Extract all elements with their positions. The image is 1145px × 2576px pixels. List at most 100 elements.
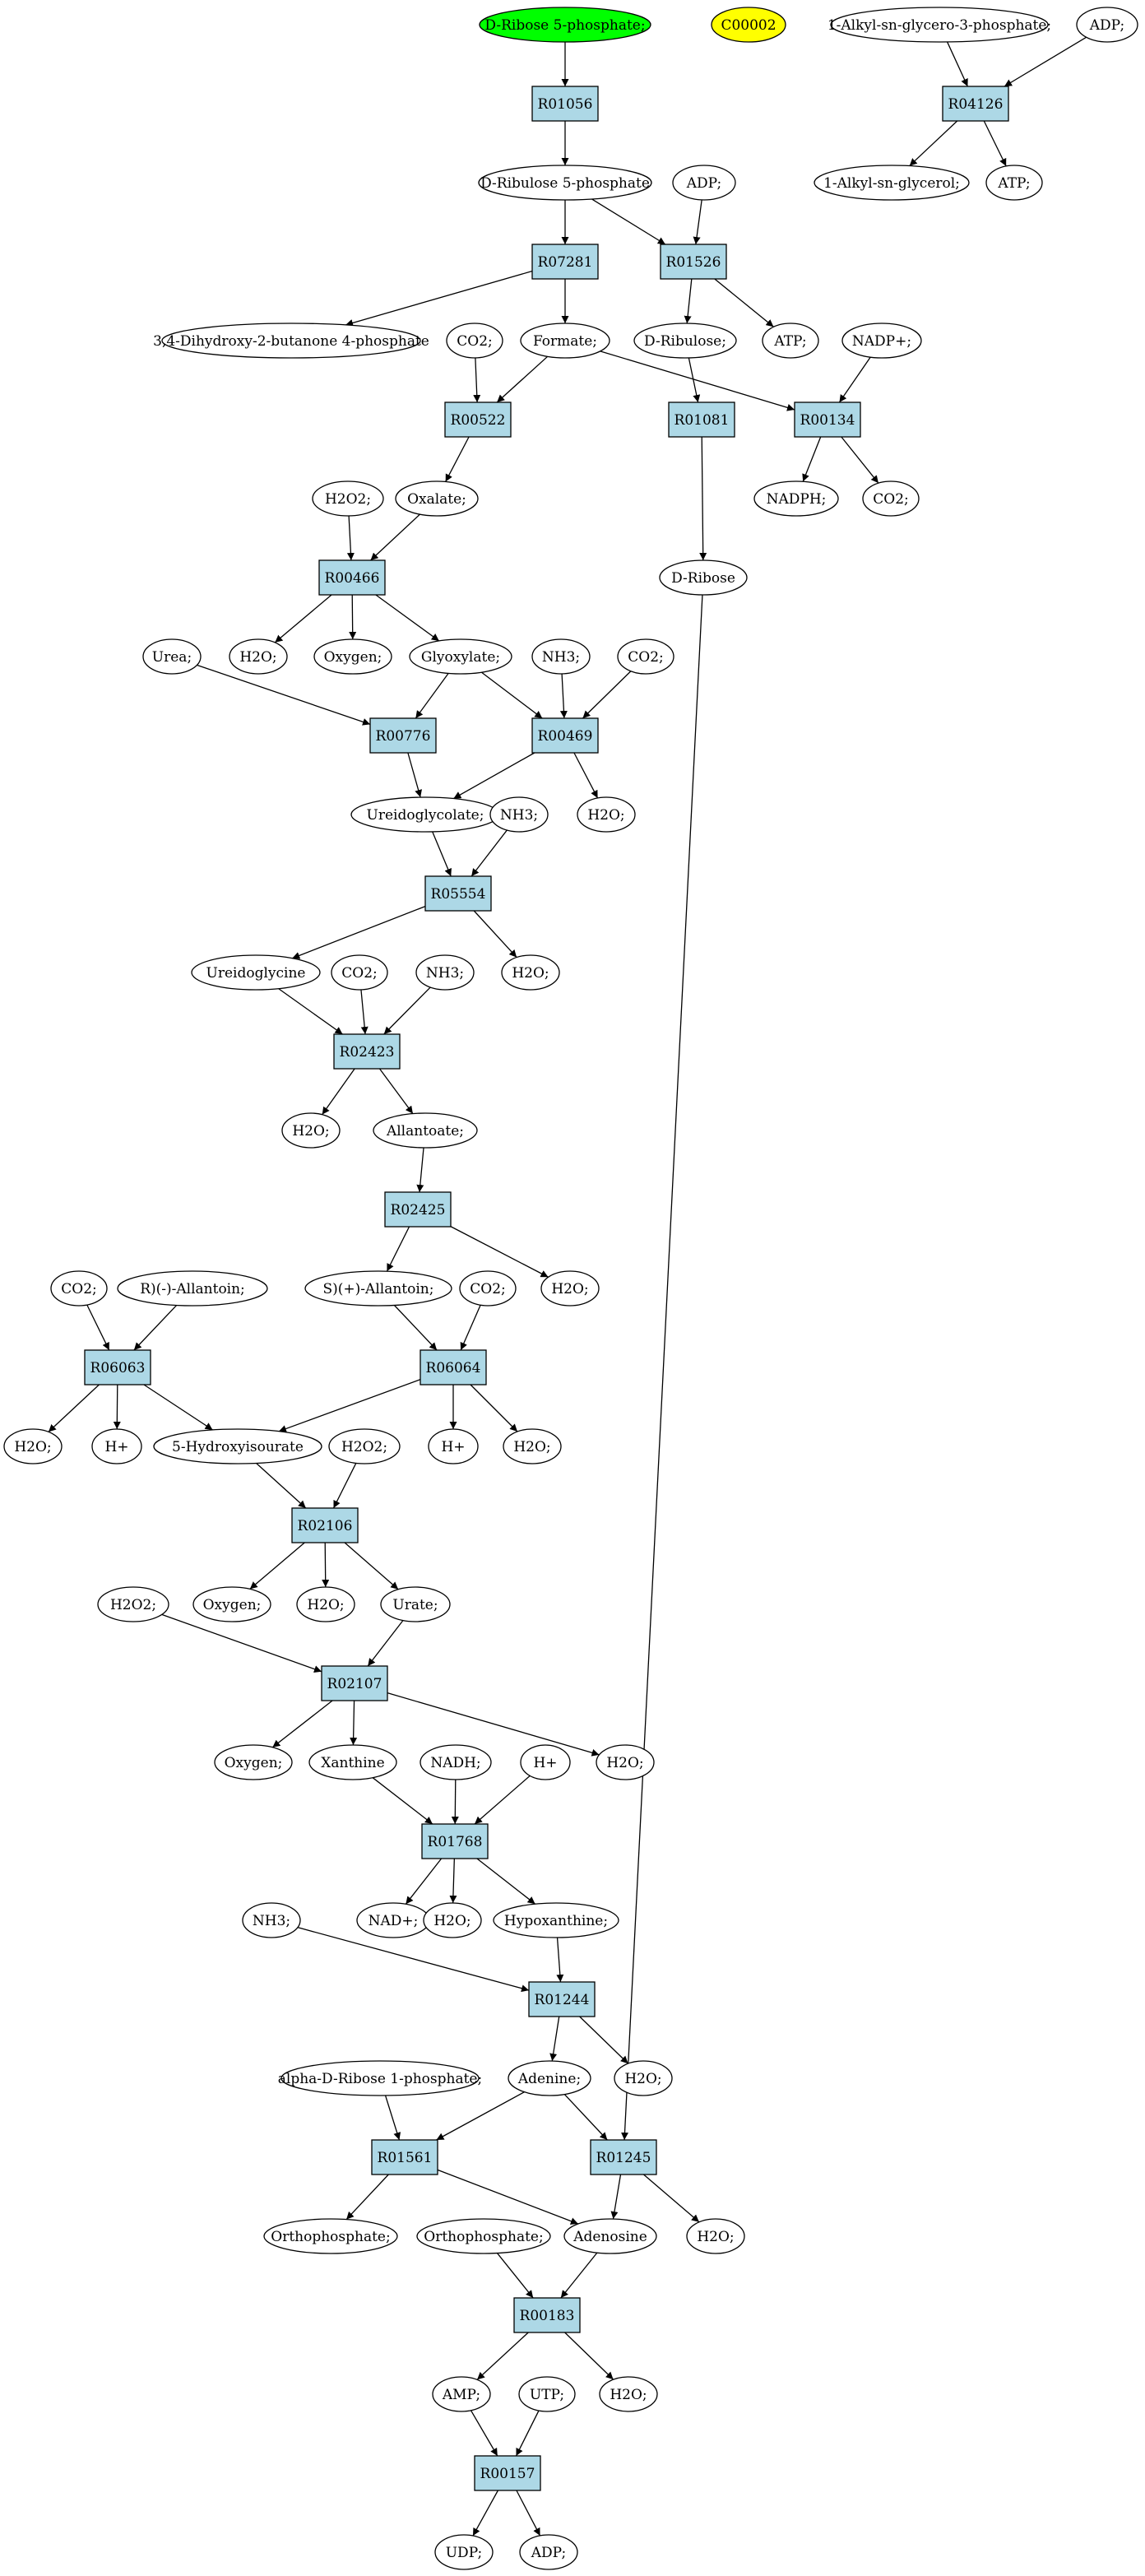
compound-node[interactable]: Urate;: [380, 1586, 451, 1622]
compound-ellipse: [191, 954, 321, 991]
compound-node[interactable]: D-Ribose: [659, 559, 748, 596]
reaction-node[interactable]: R04126: [942, 86, 1009, 122]
compound-node[interactable]: AMP;: [432, 2376, 491, 2412]
reaction-node[interactable]: R01561: [371, 2139, 438, 2175]
reaction-node[interactable]: R01768: [421, 1823, 489, 1859]
compound-node[interactable]: Allantoate;: [373, 1112, 478, 1149]
reaction-node[interactable]: R00469: [531, 717, 599, 754]
reaction-node[interactable]: R06063: [84, 1349, 151, 1385]
compound-node[interactable]: NADP+;: [841, 323, 922, 359]
compound-ellipse: [841, 323, 922, 359]
compound-node[interactable]: H2O;: [501, 954, 560, 991]
compound-node[interactable]: UDP;: [434, 2534, 494, 2570]
reaction-node[interactable]: R01244: [528, 1981, 596, 2017]
reaction-node[interactable]: R02106: [291, 1507, 359, 1543]
compound-node[interactable]: NH3;: [531, 638, 591, 675]
edge-n26-n29: [349, 594, 357, 640]
compound-node[interactable]: CO2;: [862, 480, 920, 517]
compound-node[interactable]: NH3;: [415, 954, 475, 991]
compound-node[interactable]: D-Ribose 5-phosphate;: [479, 7, 651, 43]
compound-node[interactable]: 3,4-Dihydroxy-2-butanone 4-phosphate: [153, 323, 429, 359]
reaction-node[interactable]: R01526: [660, 244, 727, 280]
reaction-node[interactable]: R01081: [668, 401, 735, 438]
compound-node[interactable]: S)(+)-Allantoin;: [304, 1270, 452, 1307]
compound-node[interactable]: H+: [520, 1744, 571, 1780]
compound-node[interactable]: Orthophosphate;: [416, 2218, 551, 2254]
compound-node[interactable]: D-Ribulose;: [633, 323, 737, 359]
compound-node[interactable]: R)(-)-Allantoin;: [117, 1270, 268, 1307]
reaction-node[interactable]: R01056: [531, 86, 599, 122]
compound-node[interactable]: H2O;: [503, 1428, 562, 1464]
compound-node[interactable]: H2O;: [540, 1270, 600, 1307]
compound-node[interactable]: NH3;: [489, 796, 549, 833]
node-label: H2O;: [551, 1281, 588, 1297]
reaction-node[interactable]: R00183: [513, 2297, 581, 2333]
compound-node[interactable]: H2O;: [599, 2376, 658, 2412]
reaction-node[interactable]: R00522: [444, 401, 512, 438]
compound-node[interactable]: H2O;: [596, 1744, 655, 1780]
reaction-node[interactable]: R02107: [321, 1665, 388, 1701]
compound-node[interactable]: ATP;: [762, 323, 819, 359]
compound-node[interactable]: NADH;: [420, 1744, 492, 1780]
reaction-node[interactable]: R00776: [369, 717, 437, 754]
compound-node[interactable]: ADP;: [672, 165, 736, 201]
compound-node[interactable]: Oxygen;: [214, 1744, 293, 1780]
compound-node[interactable]: H+: [91, 1428, 142, 1464]
compound-node[interactable]: Oxygen;: [313, 638, 392, 675]
compound-node[interactable]: NADPH;: [753, 480, 839, 517]
reaction-node[interactable]: R07281: [531, 244, 599, 280]
compound-node[interactable]: CO2;: [459, 1270, 517, 1307]
compound-node[interactable]: H2O;: [3, 1428, 63, 1464]
compound-node[interactable]: H2O;: [281, 1112, 341, 1149]
reaction-node[interactable]: R02425: [384, 1191, 452, 1228]
compound-node[interactable]: H2O2;: [97, 1586, 169, 1622]
compound-node[interactable]: H+: [428, 1428, 479, 1464]
reaction-box: [528, 1981, 596, 2017]
compound-node[interactable]: 1-Alkyl-sn-glycero-3-phosphate;: [827, 7, 1051, 43]
reaction-node[interactable]: R01245: [590, 2139, 657, 2175]
compound-node[interactable]: H2O2;: [312, 480, 384, 517]
compound-node[interactable]: alpha-D-Ribose 1-phosphate;: [278, 2060, 482, 2096]
compound-node[interactable]: NH3;: [242, 1902, 301, 1938]
reaction-node[interactable]: R05554: [424, 875, 492, 912]
compound-node[interactable]: CO2;: [50, 1270, 108, 1307]
compound-node[interactable]: ADP;: [519, 2534, 578, 2570]
compound-node[interactable]: Xanthine: [308, 1744, 397, 1780]
compound-node[interactable]: ADP;: [1076, 7, 1138, 43]
reaction-box: [321, 1665, 388, 1701]
compound-node[interactable]: H2O;: [686, 2218, 745, 2254]
reaction-node[interactable]: R00157: [474, 2455, 541, 2491]
compound-node[interactable]: Oxalate;: [395, 480, 479, 517]
compound-node[interactable]: 5-Hydroxyisourate: [153, 1428, 322, 1464]
compound-node[interactable]: CO2;: [331, 954, 388, 991]
compound-node[interactable]: Orthophosphate;: [263, 2218, 398, 2254]
compound-node[interactable]: Glyoxylate;: [409, 638, 512, 675]
compound-node[interactable]: H2O;: [229, 638, 288, 675]
reaction-node[interactable]: R06064: [420, 1349, 487, 1385]
compound-node[interactable]: Ureidoglycine: [191, 954, 321, 991]
reaction-node[interactable]: R02423: [333, 1033, 401, 1070]
compound-node[interactable]: Adenine;: [508, 2060, 591, 2096]
compound-node[interactable]: C00002: [711, 7, 786, 43]
compound-node[interactable]: H2O;: [423, 1902, 482, 1938]
compound-node[interactable]: 1-Alkyl-sn-glycerol;: [814, 165, 970, 201]
compound-node[interactable]: Adenosine: [563, 2218, 657, 2254]
compound-node[interactable]: Hypoxanthine;: [493, 1902, 619, 1938]
compound-node[interactable]: Ureidoglycolate;: [350, 796, 500, 833]
compound-node[interactable]: UTP;: [518, 2376, 576, 2412]
compound-node[interactable]: CO2;: [617, 638, 674, 675]
compound-node[interactable]: ATP;: [985, 165, 1043, 201]
compound-node[interactable]: Formate;: [520, 323, 610, 359]
node-label: R00776: [376, 728, 431, 745]
compound-node[interactable]: H2O;: [296, 1586, 355, 1622]
compound-node[interactable]: Oxygen;: [192, 1586, 271, 1622]
compound-node[interactable]: H2O;: [614, 2060, 673, 2096]
compound-node[interactable]: NAD+;: [356, 1902, 430, 1938]
compound-node[interactable]: H2O;: [577, 796, 636, 833]
reaction-node[interactable]: R00134: [794, 401, 861, 438]
reaction-node[interactable]: R00466: [318, 559, 386, 596]
compound-node[interactable]: H2O2;: [328, 1428, 401, 1464]
compound-node[interactable]: Urea;: [142, 638, 202, 675]
compound-node[interactable]: D-Ribulose 5-phosphate: [478, 165, 652, 201]
compound-node[interactable]: CO2;: [446, 323, 503, 359]
